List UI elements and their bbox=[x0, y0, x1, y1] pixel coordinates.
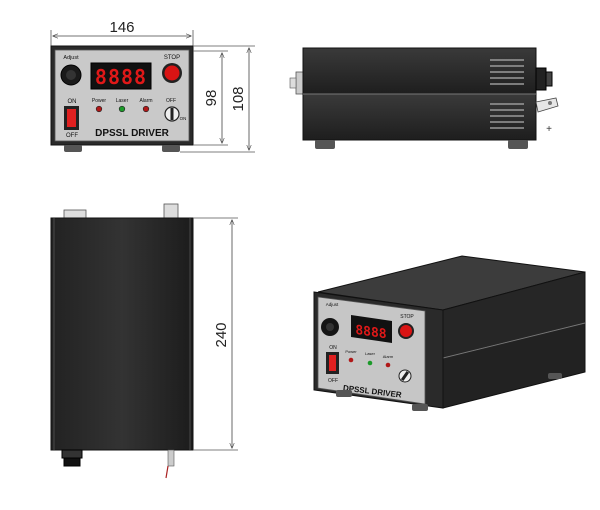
side-upper-shell bbox=[302, 47, 537, 95]
front-view: 146 Adjust 8888 STOP Power Laser Alarm O… bbox=[50, 19, 255, 153]
top-view: 240 bbox=[50, 203, 238, 479]
iso-laser-label: Laser bbox=[365, 351, 376, 356]
stop-label: STOP bbox=[164, 55, 180, 61]
iso-display bbox=[351, 315, 392, 343]
side-foot-right bbox=[508, 140, 528, 149]
iso-off-label: OFF bbox=[328, 378, 338, 384]
adjust-knob-cap bbox=[66, 70, 76, 80]
iso-key-slot bbox=[400, 371, 410, 381]
switch-off-label: OFF bbox=[66, 133, 78, 139]
alarm-label: Alarm bbox=[139, 98, 152, 104]
iso-power-switch[interactable] bbox=[329, 355, 336, 371]
display-digits: 8888 bbox=[95, 65, 147, 89]
iso-adjust-knob-cap bbox=[326, 323, 334, 331]
iso-stop-label: STOP bbox=[400, 314, 414, 320]
dimension-height-108: 108 bbox=[180, 45, 255, 153]
iso-foot-rear bbox=[548, 373, 562, 379]
panel-title: DPSSL DRIVER bbox=[95, 128, 169, 139]
alarm-led bbox=[142, 105, 150, 113]
top-rear-terminal bbox=[167, 449, 175, 467]
side-foot-left bbox=[315, 140, 335, 149]
iso-display-digits: 8888 bbox=[355, 323, 386, 342]
rear-terminal bbox=[535, 97, 559, 113]
iso-adjust-label: Adjust bbox=[326, 302, 339, 307]
iso-foot-front-right bbox=[412, 404, 428, 411]
front-foot-left bbox=[64, 145, 82, 152]
dimension-height-98: 98 bbox=[193, 50, 228, 146]
power-switch[interactable] bbox=[67, 109, 76, 127]
iso-alarm-led bbox=[385, 362, 391, 368]
side-knob bbox=[289, 77, 297, 89]
adjust-label: Adjust bbox=[63, 55, 79, 61]
laser-led bbox=[118, 105, 126, 113]
laser-label: Laser bbox=[116, 98, 129, 104]
iso-alarm-label: Alarm bbox=[383, 354, 394, 359]
iso-power-label: Power bbox=[345, 349, 357, 354]
key-slot bbox=[170, 108, 174, 120]
dimension-width: 146 bbox=[50, 19, 194, 50]
power-label: Power bbox=[92, 98, 107, 104]
digital-display bbox=[90, 62, 152, 90]
side-vents-upper bbox=[490, 59, 524, 85]
side-vents-lower bbox=[490, 103, 524, 129]
iso-stop-button[interactable] bbox=[400, 325, 412, 337]
switch-on-label: ON bbox=[68, 99, 77, 105]
top-front-stop bbox=[163, 203, 179, 220]
top-housing bbox=[50, 217, 194, 451]
rear-connector-tip bbox=[545, 71, 553, 87]
terminal-screw bbox=[548, 101, 552, 105]
stop-button[interactable] bbox=[164, 65, 180, 81]
top-rear-connector bbox=[61, 449, 83, 459]
dimension-width-label: 146 bbox=[109, 19, 134, 36]
iso-foot-front-left bbox=[336, 390, 352, 397]
dimension-length: 240 bbox=[193, 217, 238, 451]
dimension-98-label: 98 bbox=[203, 90, 220, 107]
isometric-view: Adjust 8888 STOP Power Laser Alarm ON OF… bbox=[313, 255, 586, 411]
top-rear-connector-tip bbox=[63, 457, 81, 467]
power-led bbox=[95, 105, 103, 113]
dimension-240-label: 240 bbox=[213, 322, 230, 347]
key-on-label: ON bbox=[180, 116, 187, 121]
key-off-label: OFF bbox=[166, 98, 176, 104]
rear-connector bbox=[535, 67, 547, 91]
side-lower-shell bbox=[302, 93, 537, 141]
dimension-108-label: 108 bbox=[230, 86, 247, 111]
iso-power-led bbox=[348, 357, 354, 363]
side-view: + bbox=[289, 47, 559, 149]
iso-laser-led bbox=[367, 360, 373, 366]
terminal-plus-mark: + bbox=[546, 124, 552, 135]
front-foot-right bbox=[162, 145, 180, 152]
iso-on-label: ON bbox=[329, 345, 337, 351]
